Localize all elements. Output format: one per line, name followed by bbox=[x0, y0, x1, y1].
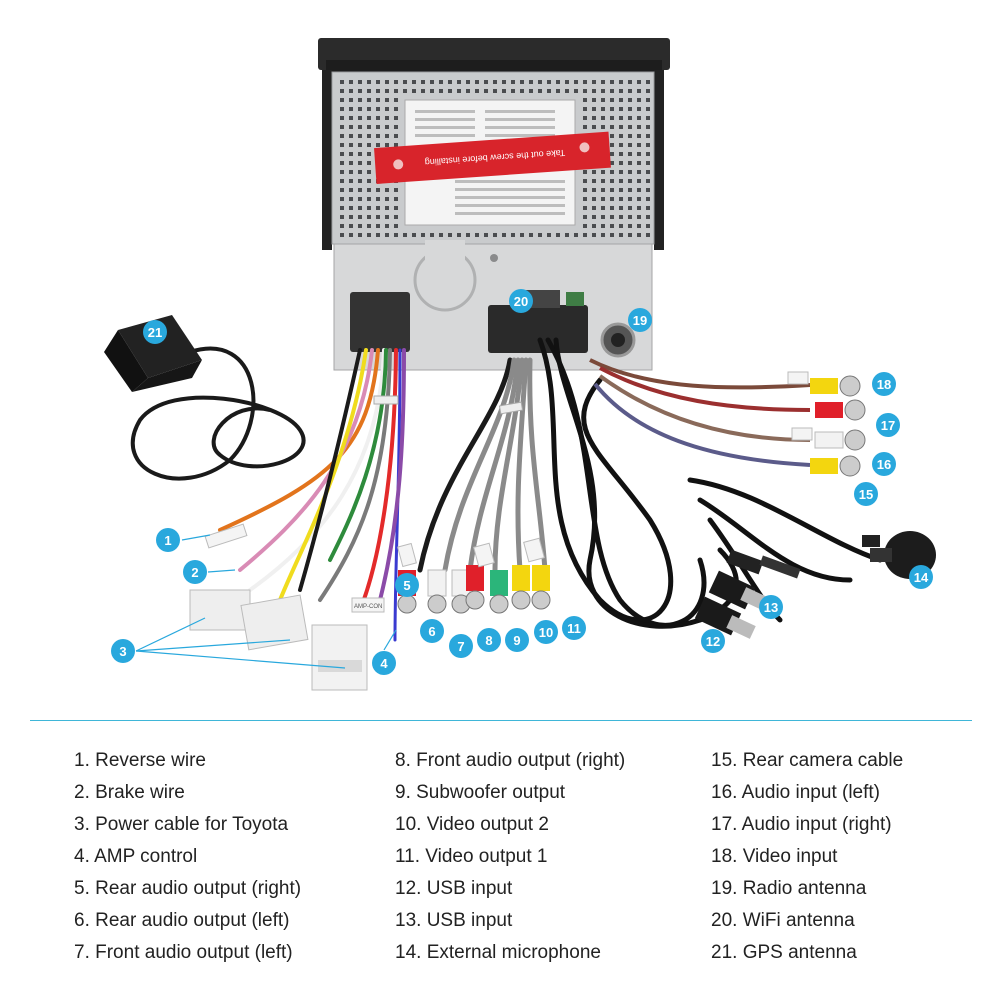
svg-text:1: 1 bbox=[164, 533, 171, 548]
svg-text:20: 20 bbox=[514, 294, 528, 309]
badge-17: 17 bbox=[876, 413, 900, 437]
legend: 1. Reverse wire 2. Brake wire 3. Power c… bbox=[0, 745, 1000, 985]
badge-19: 19 bbox=[628, 308, 652, 332]
legend-item: 16. Audio input (left) bbox=[711, 782, 880, 803]
legend-item: 15. Rear camera cable bbox=[711, 750, 904, 771]
section-divider bbox=[30, 720, 972, 721]
badge-20: 20 bbox=[509, 289, 533, 313]
legend-item: 20. WiFi antenna bbox=[711, 910, 855, 931]
legend-column-1: 1. Reverse wire 2. Brake wire 3. Power c… bbox=[74, 745, 301, 969]
badge-9: 9 bbox=[505, 628, 529, 652]
legend-item: 14. External microphone bbox=[395, 942, 601, 963]
svg-text:5: 5 bbox=[403, 578, 410, 593]
svg-text:12: 12 bbox=[706, 634, 720, 649]
svg-text:3: 3 bbox=[119, 644, 126, 659]
number-badges: 1 2 3 4 5 6 7 8 9 10 11 12 13 14 15 16 1… bbox=[111, 289, 933, 675]
svg-text:2: 2 bbox=[191, 565, 198, 580]
svg-text:17: 17 bbox=[881, 418, 895, 433]
badge-8: 8 bbox=[477, 628, 501, 652]
svg-text:19: 19 bbox=[633, 313, 647, 328]
legend-item: 8. Front audio output (right) bbox=[395, 750, 626, 771]
svg-text:8: 8 bbox=[485, 633, 492, 648]
legend-column-2: 8. Front audio output (right) 9. Subwoof… bbox=[395, 745, 625, 969]
svg-text:16: 16 bbox=[877, 457, 891, 472]
badge-14: 14 bbox=[909, 565, 933, 589]
rca-cables bbox=[417, 357, 548, 573]
usb-connectors bbox=[694, 549, 801, 639]
svg-text:18: 18 bbox=[877, 377, 891, 392]
badge-1: 1 bbox=[156, 528, 180, 552]
legend-item: 19. Radio antenna bbox=[711, 878, 867, 899]
badge-6: 6 bbox=[420, 619, 444, 643]
svg-text:11: 11 bbox=[567, 621, 581, 636]
svg-text:6: 6 bbox=[428, 624, 435, 639]
legend-item: 13. USB input bbox=[395, 910, 513, 931]
badge-4: 4 bbox=[372, 651, 396, 675]
legend-item: 6. Rear audio output (left) bbox=[74, 910, 290, 931]
legend-item: 5. Rear audio output (right) bbox=[74, 878, 302, 899]
legend-item: 7. Front audio output (left) bbox=[74, 942, 293, 963]
head-unit: Take out the screw before installing bbox=[318, 38, 670, 371]
badge-11: 11 bbox=[562, 616, 586, 640]
svg-text:14: 14 bbox=[914, 570, 929, 585]
toyota-connectors: AMP-CON bbox=[189, 523, 385, 691]
legend-item: 12. USB input bbox=[395, 878, 513, 899]
vent-holes bbox=[340, 80, 650, 237]
warning-sticker: Take out the screw before installing bbox=[374, 131, 611, 184]
legend-item: 17. Audio input (right) bbox=[711, 814, 892, 835]
svg-text:15: 15 bbox=[859, 487, 873, 502]
badge-3: 3 bbox=[111, 639, 135, 663]
badge-5: 5 bbox=[395, 573, 419, 597]
badge-10: 10 bbox=[534, 620, 558, 644]
legend-item: 2. Brake wire bbox=[74, 782, 185, 803]
badge-21: 21 bbox=[143, 320, 167, 344]
legend-column-3: 15. Rear camera cable 16. Audio input (l… bbox=[711, 745, 903, 969]
badge-12: 12 bbox=[701, 629, 725, 653]
svg-text:21: 21 bbox=[148, 325, 162, 340]
svg-text:10: 10 bbox=[539, 625, 553, 640]
badge-2: 2 bbox=[183, 560, 207, 584]
rca-input-cables bbox=[589, 358, 811, 467]
badge-15: 15 bbox=[854, 482, 878, 506]
legend-item: 3. Power cable for Toyota bbox=[74, 814, 289, 835]
rca-plugs-input bbox=[787, 371, 866, 477]
badge-7: 7 bbox=[449, 634, 473, 658]
wiring-diagram: Take out the screw before installing bbox=[104, 38, 936, 691]
svg-text:4: 4 bbox=[380, 656, 388, 671]
svg-text:9: 9 bbox=[513, 633, 520, 648]
legend-item: 11. Video output 1 bbox=[395, 846, 548, 867]
svg-text:13: 13 bbox=[764, 600, 778, 615]
rca-plugs-output bbox=[397, 537, 551, 614]
legend-item: 21. GPS antenna bbox=[711, 942, 857, 963]
legend-item: 9. Subwoofer output bbox=[395, 782, 566, 803]
badge-18: 18 bbox=[872, 372, 896, 396]
legend-item: 10. Video output 2 bbox=[395, 814, 549, 835]
badge-13: 13 bbox=[759, 595, 783, 619]
gps-antenna bbox=[104, 315, 306, 481]
legend-item: 1. Reverse wire bbox=[74, 750, 206, 771]
badge-16: 16 bbox=[872, 452, 896, 476]
legend-item: 4. AMP control bbox=[74, 846, 198, 867]
svg-text:AMP-CON: AMP-CON bbox=[354, 604, 382, 610]
svg-text:7: 7 bbox=[457, 639, 464, 654]
legend-item: 18. Video input bbox=[711, 846, 838, 867]
